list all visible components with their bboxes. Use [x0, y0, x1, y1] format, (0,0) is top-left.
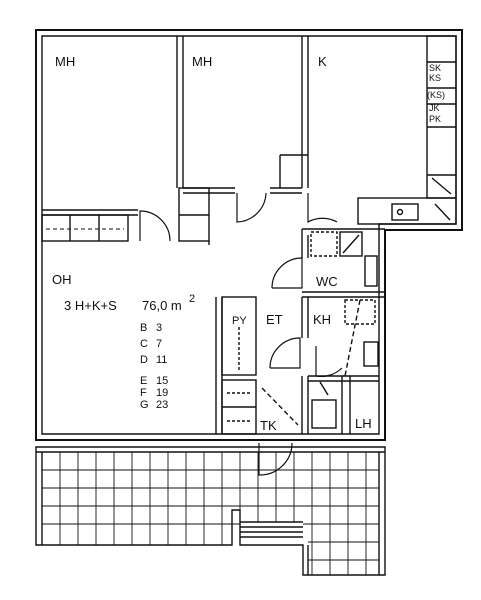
- apartment-number: 15: [156, 375, 168, 387]
- apartment-number: 23: [156, 399, 168, 411]
- balcony: [35, 446, 386, 576]
- apartment-type: 3 H+K+S: [64, 298, 117, 313]
- apartment-letter: B: [140, 322, 147, 334]
- kitchen-label-pk: PK: [429, 114, 441, 124]
- door-swing: [139, 192, 343, 476]
- balcony-tiles: [42, 452, 379, 575]
- kitchen-label-sk: SK: [429, 63, 441, 73]
- hall-walls: [208, 241, 299, 434]
- room-label-wc: WC: [316, 274, 338, 289]
- room-label-et: ET: [266, 312, 283, 327]
- room-label-kh: KH: [313, 312, 331, 327]
- wardrobe-left: [41, 214, 129, 242]
- apartment-number: 3: [156, 322, 162, 334]
- room-label-mh-left: MH: [55, 54, 75, 69]
- wardrobe-middle: [178, 187, 210, 242]
- bathroom-walls: [301, 228, 385, 434]
- kitchen-label-jk: JK: [429, 103, 440, 113]
- apartment-number: 7: [156, 338, 162, 350]
- room-label-lh: LH: [355, 416, 372, 431]
- apartment-letter: C: [140, 338, 148, 350]
- bedroom-walls: [42, 36, 309, 216]
- exterior-wall: [35, 29, 463, 441]
- room-label-py: PY: [232, 315, 247, 327]
- room-label-mh-right: MH: [192, 54, 212, 69]
- kitchen-label-ks2: (KS): [427, 90, 445, 100]
- apartment-number: 19: [156, 387, 168, 399]
- room-label-oh: OH: [52, 272, 72, 287]
- kitchen-counter: [357, 35, 457, 225]
- apartment-letter: G: [140, 399, 149, 411]
- kitchen-label-ks: KS: [429, 73, 441, 83]
- apartment-letter: E: [140, 375, 147, 387]
- apartment-letter: D: [140, 354, 148, 366]
- apartment-letter: F: [140, 387, 147, 399]
- apartment-area: 76,0 m: [142, 298, 182, 313]
- room-label-tk: TK: [260, 418, 277, 433]
- apartment-area-sup: 2: [189, 293, 195, 305]
- apartment-number: 11: [156, 354, 167, 366]
- room-label-k: K: [318, 54, 327, 69]
- apartment-list: B 3 C 7 D 11 E 15 F 19 G 23: [140, 322, 168, 411]
